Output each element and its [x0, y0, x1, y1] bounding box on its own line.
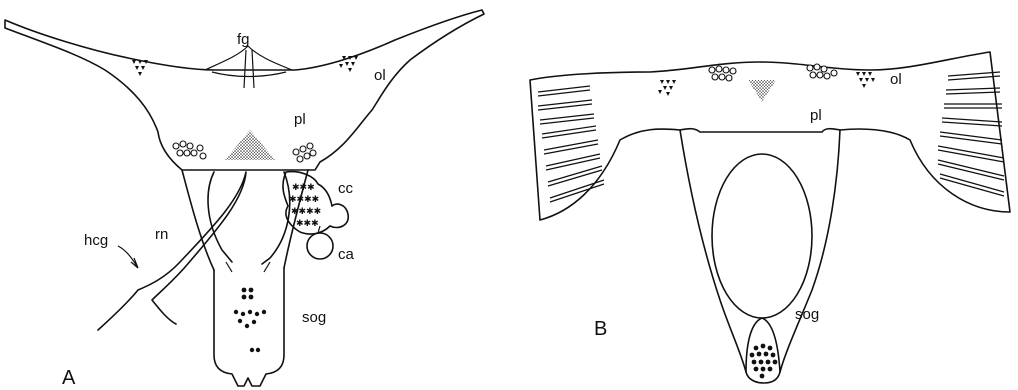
sog-dots-b — [750, 344, 778, 379]
label-ol-b: ol — [890, 71, 902, 88]
triangle-cluster-right-b — [856, 72, 875, 88]
label-pl-a: pl — [294, 111, 306, 128]
frontal-ganglion — [205, 46, 292, 70]
label-hcg: hcg — [84, 232, 108, 249]
label-ol-a: ol — [374, 67, 386, 84]
ring-cluster-left-b — [709, 66, 736, 81]
label-rn: rn — [155, 226, 168, 243]
ring-cluster-right-a — [293, 143, 316, 162]
ring-cluster-left-a — [173, 141, 206, 159]
panel-b: ol pl sog B — [530, 52, 1010, 383]
svg-text:✱✱✱✱: ✱✱✱✱ — [291, 207, 321, 217]
label-cc: cc — [338, 180, 354, 197]
central-stipple-a — [225, 130, 275, 160]
frontal-ganglion-stem — [244, 50, 254, 88]
hcg-arrow — [118, 246, 138, 268]
svg-text:✱✱✱: ✱✱✱ — [296, 219, 319, 229]
panel-letter-a: A — [62, 367, 76, 389]
ring-cluster-right-b — [807, 64, 837, 79]
label-fg: fg — [237, 31, 250, 48]
panel-letter-b: B — [594, 318, 607, 340]
triangle-cluster-left-a — [132, 60, 148, 76]
corpus-allatum — [307, 233, 333, 259]
svg-text:✱✱✱: ✱✱✱ — [292, 183, 315, 193]
frontal-ganglion-line — [212, 72, 286, 77]
connective-outer-b — [680, 130, 840, 383]
triangle-cluster-left-b — [658, 80, 676, 96]
label-sog-b: sog — [795, 306, 819, 323]
sog-dots-a — [234, 288, 266, 353]
panel-a: ✱✱✱ ✱✱✱✱ ✱✱✱✱ ✱✱✱ fg ol pl cc ca hcg rn … — [5, 10, 484, 389]
svg-text:✱✱✱✱: ✱✱✱✱ — [289, 195, 319, 205]
label-pl-b: pl — [810, 107, 822, 124]
label-sog-a: sog — [302, 309, 326, 326]
suboesophageal-ganglion-a — [214, 268, 284, 386]
central-stipple-b — [748, 80, 776, 102]
connective-inner-right-a — [262, 172, 290, 264]
brain-outline-b — [530, 52, 1010, 220]
oesophageal-foramen-b — [712, 154, 812, 318]
label-ca: ca — [338, 246, 355, 263]
